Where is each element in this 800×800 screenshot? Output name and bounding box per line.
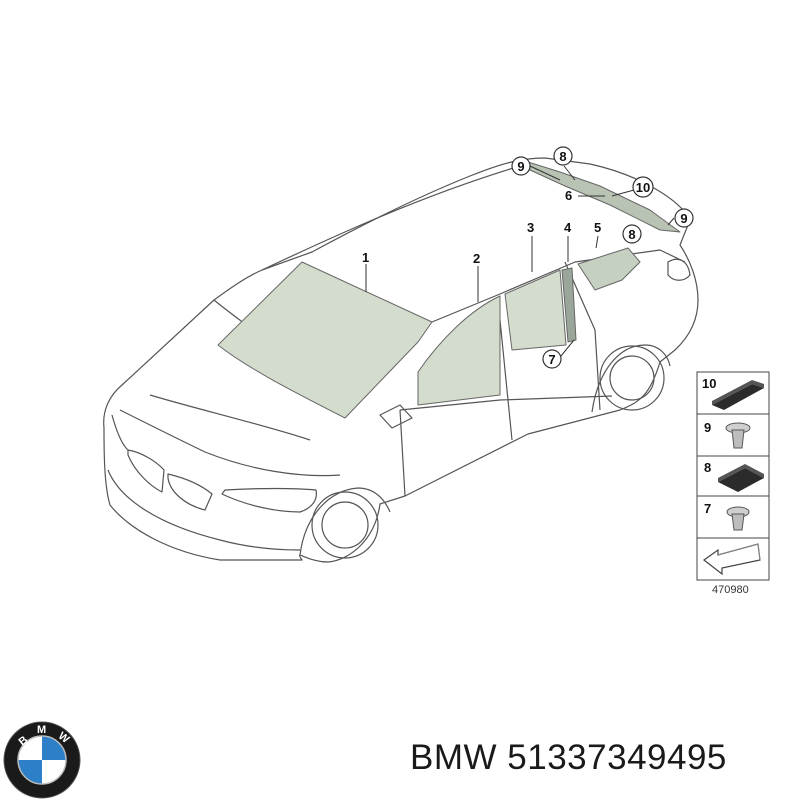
foam-strip-icon [712,380,764,410]
part-number: 51337349495 [507,738,727,777]
bmw-logo: B M W [3,721,81,799]
legend-item-7: 7 [704,501,711,516]
parts-legend: 10 9 8 7 470980 [696,371,770,596]
callout-7: 7 [542,349,562,369]
brand-name: BMW [410,738,498,777]
callout-10: 10 [632,176,654,198]
rear-window-glass [527,161,681,233]
pillar-trim [561,267,577,343]
svg-text:8: 8 [628,227,635,242]
car-outline [103,157,699,563]
callout-9-rear: 9 [674,208,694,228]
callout-1: 1 [362,250,369,265]
windscreen-glass [217,261,433,419]
drawing-number: 470980 [712,584,749,596]
svg-text:M: M [37,724,46,736]
legend-item-8: 8 [704,460,711,475]
callout-2: 2 [473,251,480,266]
rear-door-glass [504,269,567,351]
svg-text:9: 9 [680,211,687,226]
callout-9-top: 9 [511,156,531,176]
quarter-glass [577,247,641,291]
svg-text:10: 10 [636,180,650,195]
glass-panes [217,161,681,419]
leader-lines [365,165,675,357]
callout-5: 5 [594,220,601,235]
callouts: 1 2 3 4 5 6 7 8 8 9 9 10 [362,146,694,369]
legend-item-9: 9 [704,420,711,435]
front-door-glass [417,295,501,406]
callout-4: 4 [564,220,572,235]
svg-text:7: 7 [548,352,555,367]
legend-item-10: 10 [702,376,716,391]
clip-fastener-icon [725,422,751,449]
arrow-icon [702,543,761,576]
pad-icon [718,464,764,492]
callout-3: 3 [527,220,534,235]
callout-6: 6 [565,188,572,203]
rivet-clip-icon [726,506,750,531]
svg-text:8: 8 [559,149,566,164]
svg-text:9: 9 [517,159,524,174]
part-caption: BMW 51337349495 [410,738,727,778]
callout-8-side: 8 [622,224,642,244]
callout-8-top: 8 [553,146,573,166]
